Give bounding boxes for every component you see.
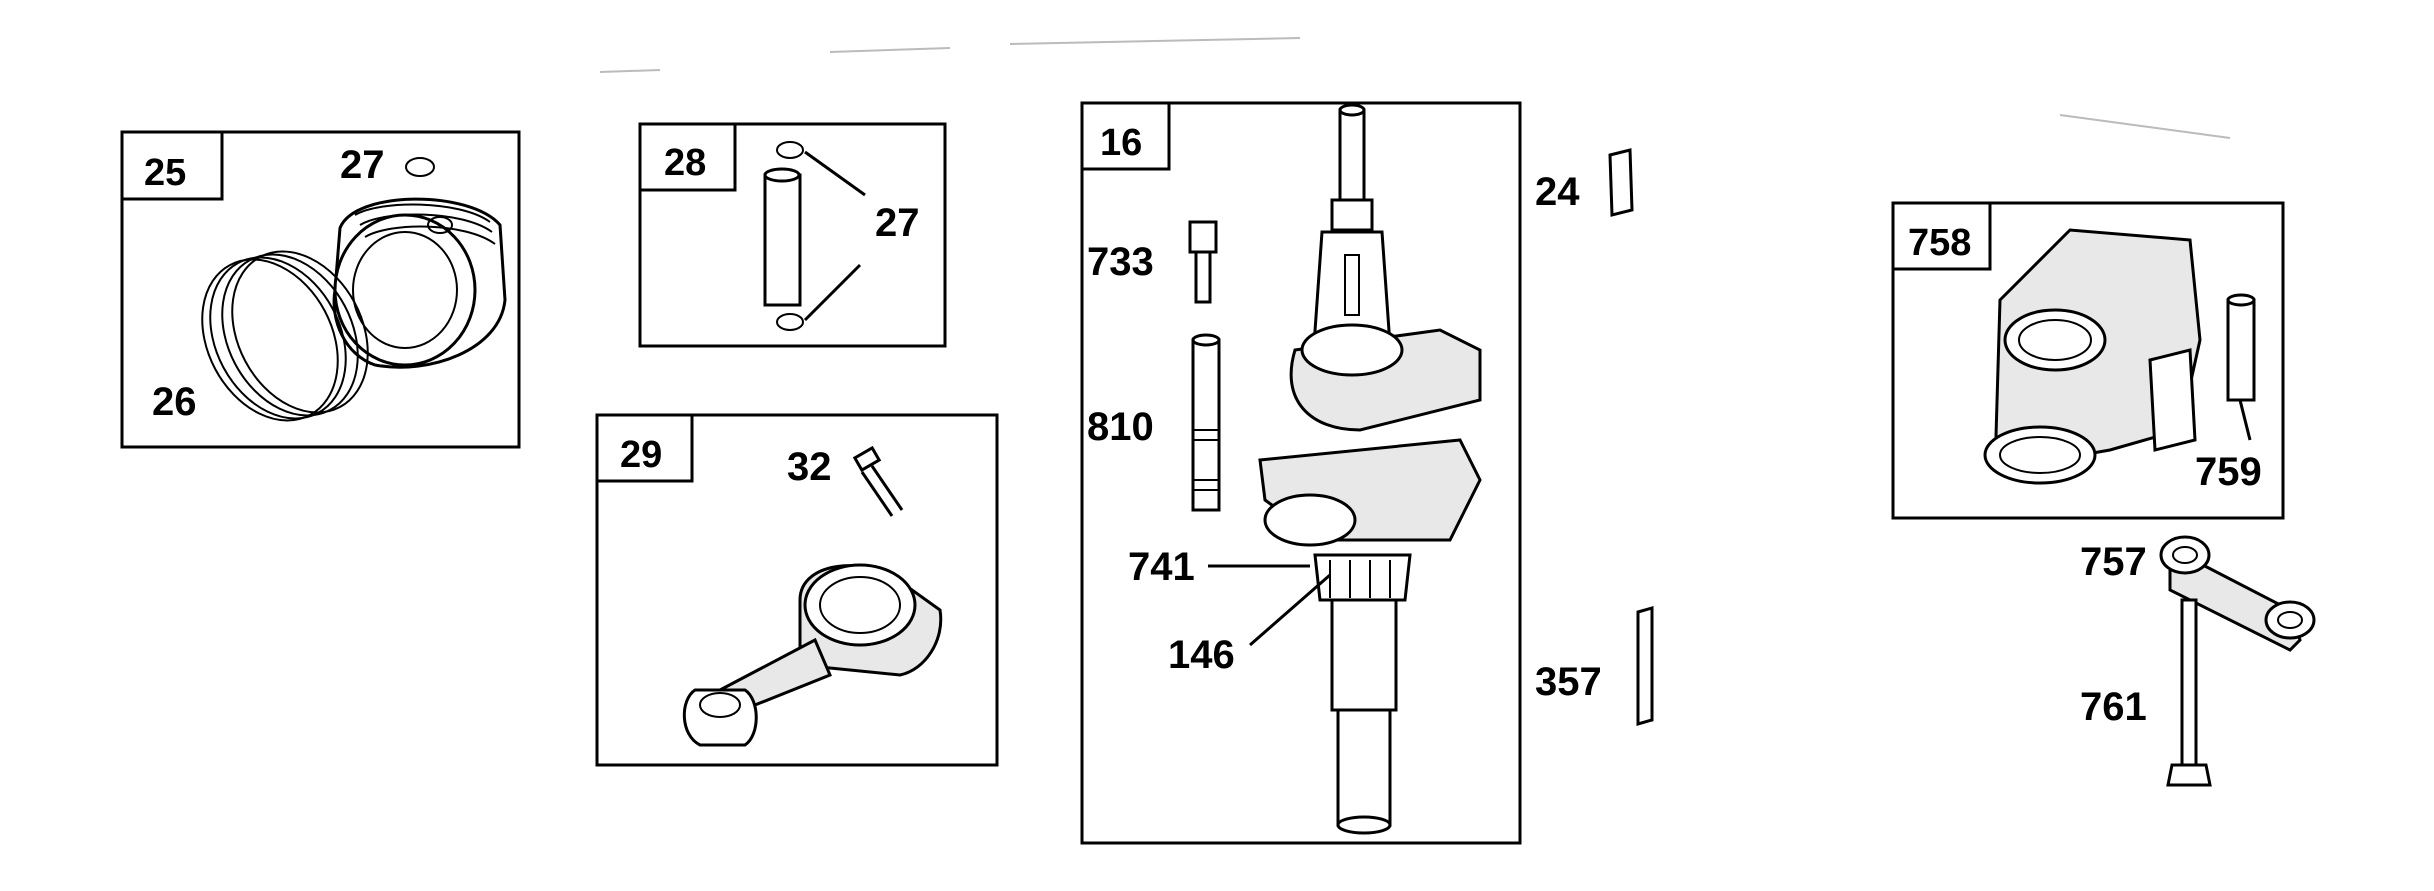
bolt-761-part: 761 bbox=[2080, 598, 2212, 787]
callout-810: 810 bbox=[1087, 405, 1154, 449]
panel-number-758: 758 bbox=[1908, 222, 1971, 264]
shaft-810-drawing bbox=[1191, 333, 1221, 512]
panel-number-28: 28 bbox=[664, 142, 706, 184]
rod-bolt-drawing bbox=[852, 445, 904, 517]
callout-27b: 27 bbox=[875, 201, 920, 245]
panel-number-25: 25 bbox=[144, 152, 186, 194]
callout-146: 146 bbox=[1168, 633, 1235, 677]
callout-741: 741 bbox=[1128, 545, 1195, 589]
panel-number-16: 16 bbox=[1100, 122, 1142, 164]
callout-24: 24 bbox=[1535, 170, 1580, 214]
key-357-part: 357 bbox=[1535, 606, 1654, 726]
clip-icon-bottom bbox=[776, 313, 804, 331]
panel-rod: 29 32 bbox=[595, 413, 999, 767]
piston-rings bbox=[201, 250, 369, 422]
callout-27: 27 bbox=[340, 143, 385, 187]
callout-26: 26 bbox=[152, 380, 197, 424]
clip-icon-top bbox=[776, 141, 804, 159]
bolt-733-drawing bbox=[1188, 220, 1218, 304]
balancer-drawing bbox=[1983, 228, 2202, 485]
callout-32: 32 bbox=[787, 445, 832, 489]
piston-drawing bbox=[332, 197, 507, 369]
pin-drawing bbox=[763, 173, 802, 307]
panel-pin: 28 27 bbox=[638, 122, 947, 348]
panel-number-29: 29 bbox=[620, 434, 662, 476]
pin-759-drawing bbox=[2226, 293, 2256, 402]
scan-artifacts bbox=[599, 37, 2231, 139]
callout-757: 757 bbox=[2080, 540, 2147, 584]
callout-759: 759 bbox=[2195, 450, 2262, 494]
panel-balancer: 758 759 bbox=[1891, 201, 2285, 520]
panel-crankshaft: 16 bbox=[1080, 101, 1522, 845]
clip-icon bbox=[405, 157, 435, 177]
callout-733: 733 bbox=[1087, 240, 1154, 284]
callout-761: 761 bbox=[2080, 685, 2147, 729]
connecting-rod-drawing bbox=[682, 563, 943, 747]
crankshaft-drawing bbox=[1258, 103, 1482, 835]
link-757-part: 757 bbox=[2080, 535, 2316, 652]
panel-piston: 25 27 26 bbox=[120, 130, 521, 449]
callout-357: 357 bbox=[1535, 660, 1602, 704]
key-24-part: 24 bbox=[1535, 148, 1634, 217]
